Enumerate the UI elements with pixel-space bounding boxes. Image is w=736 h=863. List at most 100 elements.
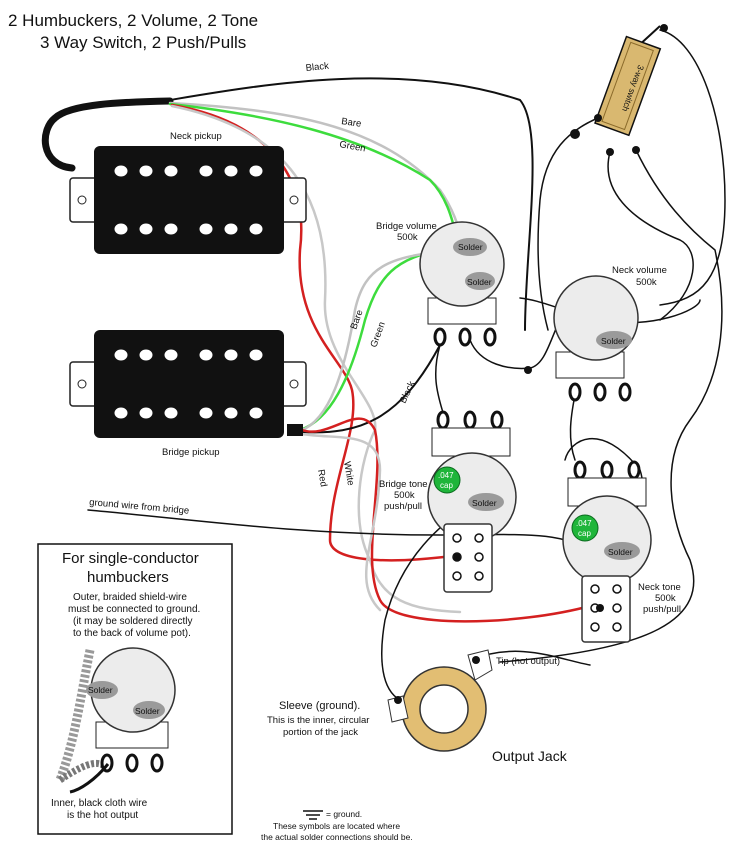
neck-tone-solder bbox=[604, 542, 640, 560]
inset-hot-wire bbox=[69, 763, 110, 794]
neck-tone-body bbox=[562, 495, 652, 585]
neck-pickup-screw-left bbox=[77, 195, 87, 205]
legend-line-3: the actual solder connections should be. bbox=[261, 832, 413, 842]
neck-volume-solder bbox=[596, 331, 632, 349]
neck-tone-pot: Solder .047 cap Neck tone 500k push/pull bbox=[562, 460, 681, 643]
wire-bare-top bbox=[168, 101, 464, 246]
inset-solder-label-2: Solder bbox=[135, 706, 160, 716]
neck-tone-label-2: 500k bbox=[655, 593, 676, 604]
bridge-volume-body bbox=[419, 221, 505, 307]
inset-solder-label-1: Solder bbox=[88, 685, 113, 695]
wire-white-bridge bbox=[300, 432, 382, 612]
jack-sleeve-label-3: portion of the jack bbox=[283, 727, 358, 738]
wire-switch-top bbox=[659, 29, 726, 306]
label-green-top: Green bbox=[338, 139, 366, 154]
bridge-volume-solder-label-1: Solder bbox=[458, 242, 483, 252]
neck-tone-cap-label-2: cap bbox=[578, 529, 591, 538]
neck-pickup-screw-right bbox=[289, 195, 299, 205]
neck-volume-body bbox=[553, 275, 639, 361]
neck-volume-label-2: 500k bbox=[636, 277, 657, 288]
label-green-mid: Green bbox=[368, 320, 387, 349]
bridge-pickup-body bbox=[94, 330, 284, 438]
wire-switch-2 bbox=[499, 149, 723, 663]
neck-lead-sheath bbox=[41, 97, 174, 172]
bridge-pickup: Bridge pickup bbox=[69, 330, 307, 458]
title-line-2: 3 Way Switch, 2 Push/Pulls bbox=[40, 33, 246, 52]
jack-tip-tab bbox=[467, 649, 493, 681]
output-jack: Output Jack Tip (hot output) Sleeve (gro… bbox=[267, 649, 568, 764]
wire-bare-mid bbox=[298, 248, 464, 433]
wire-red-bridge bbox=[300, 417, 592, 623]
label-bare-top: Bare bbox=[341, 116, 362, 130]
neck-tone-cap-label-1: .047 bbox=[576, 519, 592, 528]
bridge-volume-pot: Solder Solder Bridge volume 500k bbox=[376, 221, 505, 347]
bridge-tone-solder bbox=[468, 493, 504, 511]
bridge-volume-label-1: Bridge volume bbox=[376, 221, 437, 232]
jack-sleeve-label-1: Sleeve (ground). bbox=[279, 700, 360, 712]
jack-tip-label: Tip (hot output) bbox=[496, 656, 560, 667]
bridge-pickup-lead-clamp bbox=[287, 424, 303, 436]
jack-sleeve-label-2: This is the inner, circular bbox=[267, 715, 369, 726]
neck-tone-label-1: Neck tone bbox=[638, 582, 681, 593]
wire-neckvol-tone bbox=[569, 394, 576, 461]
bridge-pickup-screw-right bbox=[289, 379, 299, 389]
inset-title-2: humbuckers bbox=[87, 569, 169, 586]
bridge-pickup-poles bbox=[114, 349, 263, 419]
wire-tone-link bbox=[434, 344, 446, 421]
bridge-tone-pot: Solder .047 cap Bridge tone 500k push/pu… bbox=[379, 410, 517, 593]
inset-pot-lugs bbox=[100, 753, 164, 773]
neck-tone-switch-block bbox=[581, 575, 631, 643]
inset-desc-1: Outer, braided shield-wire bbox=[73, 592, 187, 603]
wire-ground-bridge bbox=[87, 509, 596, 554]
bridge-tone-label-1: Bridge tone bbox=[379, 479, 428, 490]
bridge-tone-label-3: push/pull bbox=[384, 501, 422, 512]
neck-pickup: Neck pickup bbox=[69, 131, 307, 254]
neck-tone-label-3: push/pull bbox=[643, 604, 681, 615]
three-way-switch: 3-way switch bbox=[570, 24, 668, 156]
neck-volume-label-1: Neck volume bbox=[612, 265, 667, 276]
ground-symbol-icon bbox=[303, 810, 323, 820]
bridge-tone-switch-block bbox=[443, 523, 493, 593]
bridge-volume-solder-2 bbox=[465, 272, 495, 290]
neck-pickup-body bbox=[94, 146, 284, 254]
label-red: Red bbox=[315, 469, 329, 488]
bridge-tone-label-2: 500k bbox=[394, 490, 415, 501]
bridge-volume-label-2: 500k bbox=[397, 232, 418, 243]
single-conductor-inset: For single-conductor humbuckers Outer, b… bbox=[37, 543, 233, 835]
inset-desc-3: (it may be soldered directly bbox=[73, 616, 193, 627]
label-black-top: Black bbox=[305, 61, 330, 74]
inset-solder-2 bbox=[133, 701, 165, 719]
bridge-pickup-label: Bridge pickup bbox=[162, 447, 220, 458]
switch-body bbox=[594, 35, 662, 137]
neck-volume-solder-label: Solder bbox=[601, 336, 626, 346]
legend-line-2: These symbols are located where bbox=[273, 821, 400, 831]
inset-desc-4: to the back of volume pot). bbox=[73, 628, 191, 639]
neck-volume-pot: Solder Neck volume 500k bbox=[553, 265, 667, 402]
ground-legend: = ground. These symbols are located wher… bbox=[261, 809, 413, 842]
title-line-1: 2 Humbuckers, 2 Volume, 2 Tone bbox=[8, 11, 258, 30]
jack-label: Output Jack bbox=[492, 748, 568, 764]
jack-sleeve-circle bbox=[419, 684, 469, 734]
wire-green-mid bbox=[298, 245, 460, 432]
bridge-tone-solder-label: Solder bbox=[472, 498, 497, 508]
neck-pickup-label: Neck pickup bbox=[170, 131, 222, 142]
wire-black-mid bbox=[301, 344, 441, 434]
inset-braided-wire bbox=[55, 649, 95, 782]
neck-pickup-poles bbox=[114, 165, 263, 235]
neck-tone-solder-label: Solder bbox=[608, 547, 633, 557]
bridge-volume-solder-1 bbox=[453, 238, 487, 256]
wire-black-top bbox=[169, 77, 534, 331]
inset-solder-1 bbox=[86, 681, 118, 699]
inset-desc-2: must be connected to ground. bbox=[68, 604, 200, 615]
inset-title-1: For single-conductor bbox=[62, 550, 199, 567]
neck-volume-lugs bbox=[568, 382, 632, 402]
wire-bridge-vol-out bbox=[469, 319, 561, 370]
bridge-volume-solder-label-2: Solder bbox=[467, 277, 492, 287]
bridge-tone-top-lugs bbox=[436, 410, 504, 430]
bridge-tone-cap bbox=[433, 466, 461, 494]
bridge-tone-cap-label-1: .047 bbox=[438, 471, 454, 480]
bridge-pickup-screw-left bbox=[77, 379, 87, 389]
neck-tone-cap bbox=[571, 514, 599, 542]
bridge-volume-lugs bbox=[433, 327, 497, 347]
